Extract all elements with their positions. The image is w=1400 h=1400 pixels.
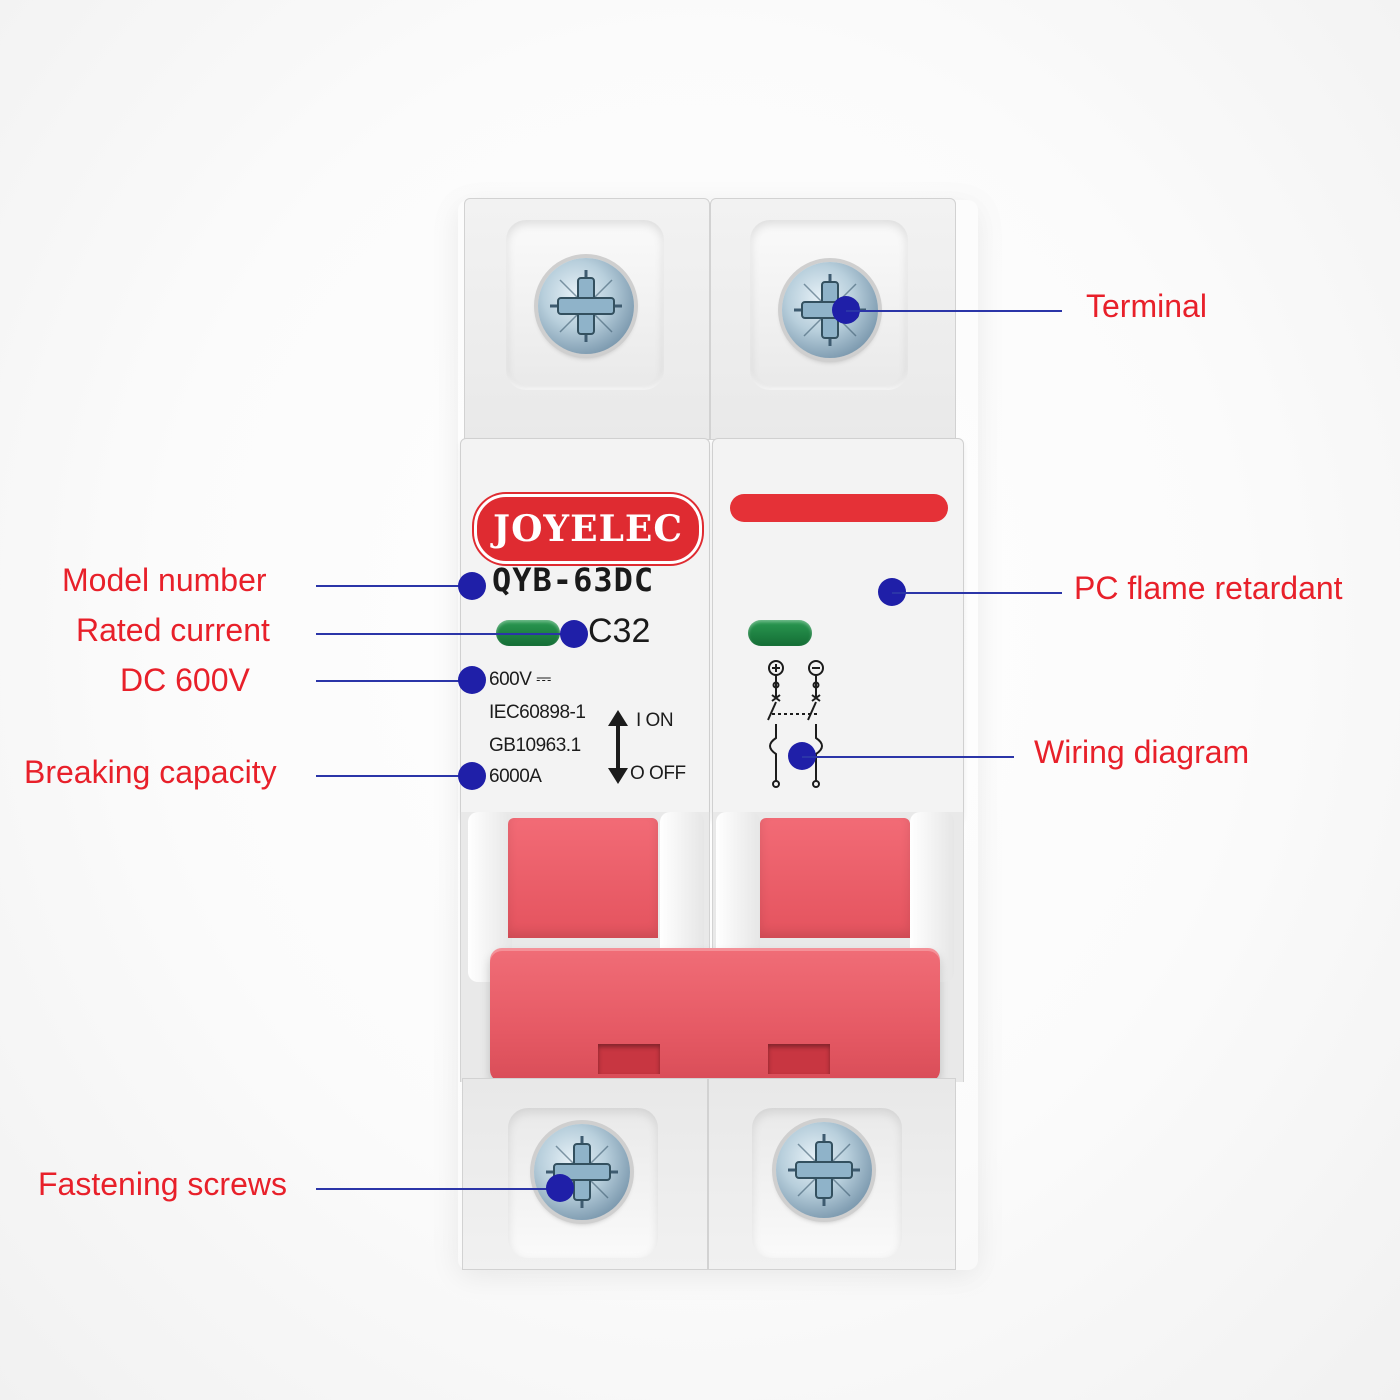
wiring-diagram-icon (760, 658, 832, 790)
callout-line-model-number (316, 585, 472, 587)
callout-dot-breaking-capacity (458, 762, 486, 790)
callout-label-wiring: Wiring diagram (1034, 734, 1250, 770)
callout-line-breaking-capacity (316, 775, 472, 777)
red-indicator-strip (730, 494, 948, 522)
callout-line-rated-current (316, 633, 574, 635)
rating-text: C32 (588, 612, 651, 650)
standard-gb-text: GB10963.1 (489, 735, 581, 756)
callout-line-pc-flame (892, 592, 1062, 594)
callout-label-fastening: Fastening screws (38, 1166, 287, 1202)
screw-icon[interactable] (538, 258, 634, 354)
callout-label-rated-current: Rated current (76, 612, 270, 648)
toggle-handle-bar[interactable] (490, 948, 940, 1082)
callout-line-fastening (316, 1188, 560, 1190)
callout-label-pc-flame: PC flame retardant (1074, 570, 1343, 606)
status-led-right (748, 620, 812, 646)
callout-label-terminal: Terminal (1086, 288, 1207, 324)
callout-label-dc-voltage: DC 600V (120, 662, 250, 698)
callout-label-breaking-capacity: Breaking capacity (24, 754, 277, 790)
callout-dot-model-number (458, 572, 486, 600)
breaking-text: 6000A (489, 766, 542, 787)
model-text: QYB-63DC (492, 561, 655, 599)
callout-dot-dc-voltage (458, 666, 486, 694)
callout-dot-rated-current (560, 620, 588, 648)
callout-dot-fastening (546, 1174, 574, 1202)
screw-icon[interactable] (776, 1122, 872, 1218)
brand-logo: JOYELEC (474, 494, 702, 564)
off-label: O OFF (630, 763, 686, 784)
toggle-lever-left[interactable] (508, 818, 658, 938)
callout-label-model-number: Model number (62, 562, 267, 598)
handle-slot-left (598, 1044, 660, 1074)
screw-icon[interactable] (534, 1124, 630, 1220)
callout-line-terminal (846, 310, 1062, 312)
callout-line-wiring (802, 756, 1014, 758)
handle-slot-right (768, 1044, 830, 1074)
on-label: I ON (636, 710, 674, 731)
up-down-arrow-icon (604, 708, 632, 786)
callout-line-dc-voltage (316, 680, 472, 682)
voltage-text: 600V ⎓ (489, 669, 551, 690)
standard-iec-text: IEC60898-1 (489, 702, 586, 723)
toggle-lever-right[interactable] (760, 818, 910, 938)
